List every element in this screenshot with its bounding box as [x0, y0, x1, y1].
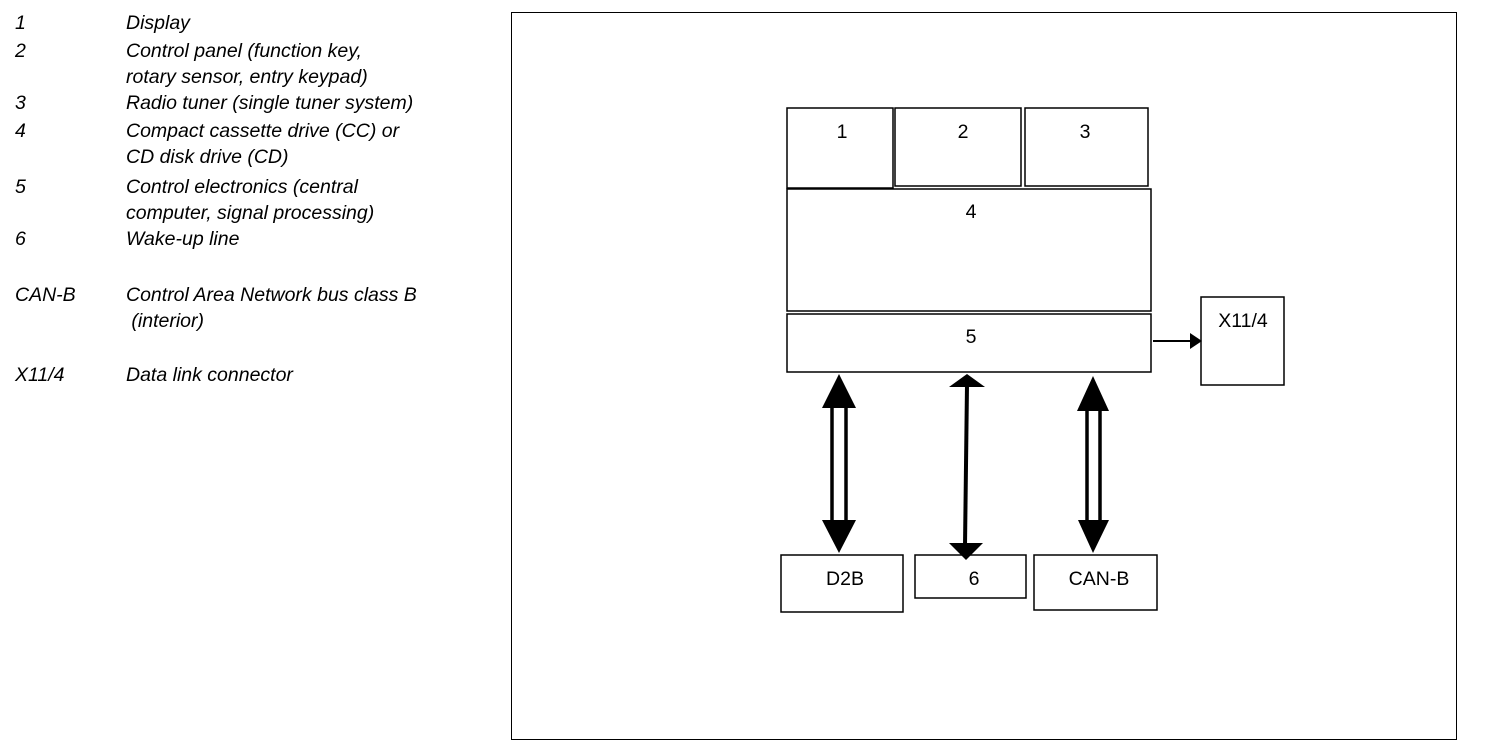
block-d2b	[780, 554, 904, 613]
legend-description-line: computer, signal processing)	[126, 202, 375, 224]
legend-description: Control panel (function key, rotary senso…	[126, 38, 368, 90]
legend-key: 4	[15, 120, 26, 142]
block-2-label: 2	[958, 121, 969, 143]
legend-key: CAN-B	[15, 284, 76, 306]
arrow-to-x11-4	[1153, 333, 1202, 349]
bus-arrow-can-b	[1077, 376, 1109, 553]
legend-description-line: Control electronics (central	[126, 176, 358, 198]
block-4	[786, 188, 1152, 312]
block-x11-4-label: X11/4	[1218, 310, 1268, 332]
legend-description-line: Display	[126, 12, 190, 34]
block-5-label: 5	[966, 326, 977, 348]
block-3	[1024, 107, 1149, 187]
legend-description-line: (interior)	[126, 310, 205, 332]
block-6-label: 6	[969, 568, 980, 590]
block-can-b-label: CAN-B	[1069, 568, 1130, 590]
legend-description-line: Wake-up line	[126, 228, 240, 250]
legend-description-line: Compact cassette drive (CC) or	[126, 120, 400, 142]
legend-description: Control electronics (central computer, si…	[126, 174, 374, 226]
diagram-frame	[511, 12, 1457, 740]
legend-description: Display	[126, 10, 190, 36]
legend-description: Control Area Network bus class B (interi…	[126, 282, 417, 334]
bus-arrow-d2b	[822, 374, 856, 553]
legend-description: Wake-up line	[126, 226, 239, 252]
block-1-label: 1	[837, 121, 848, 143]
legend-description-line: CD disk drive (CD)	[126, 146, 289, 168]
legend-key: 6	[15, 228, 26, 250]
legend-key: 3	[15, 92, 26, 114]
block-3-label: 3	[1080, 121, 1091, 143]
legend-description-line: rotary sensor, entry keypad)	[126, 66, 368, 88]
legend-key: X11/4	[15, 364, 65, 386]
legend-key: 1	[15, 12, 26, 34]
legend-description: Data link connector	[126, 362, 293, 388]
legend: 1 Display 2 Control panel (function key, rot…	[0, 0, 500, 400]
block-d2b-label: D2B	[826, 568, 864, 590]
block-2	[894, 107, 1022, 187]
block-5	[786, 313, 1152, 373]
block-can-b	[1033, 554, 1158, 611]
wake-up-line-arrow	[949, 374, 985, 560]
legend-key: 5	[15, 176, 26, 198]
block-1	[786, 107, 894, 189]
block-4-label: 4	[966, 201, 977, 223]
legend-description-line: Data link connector	[126, 364, 293, 386]
legend-key: 2	[15, 40, 26, 62]
legend-description: Compact cassette drive (CC) or CD disk dr…	[126, 118, 399, 170]
legend-description-line: Control panel (function key,	[126, 40, 362, 62]
legend-description-line: Radio tuner (single tuner system)	[126, 92, 414, 114]
legend-description: Radio tuner (single tuner system)	[126, 90, 413, 116]
legend-description-line: Control Area Network bus class B	[126, 284, 417, 306]
